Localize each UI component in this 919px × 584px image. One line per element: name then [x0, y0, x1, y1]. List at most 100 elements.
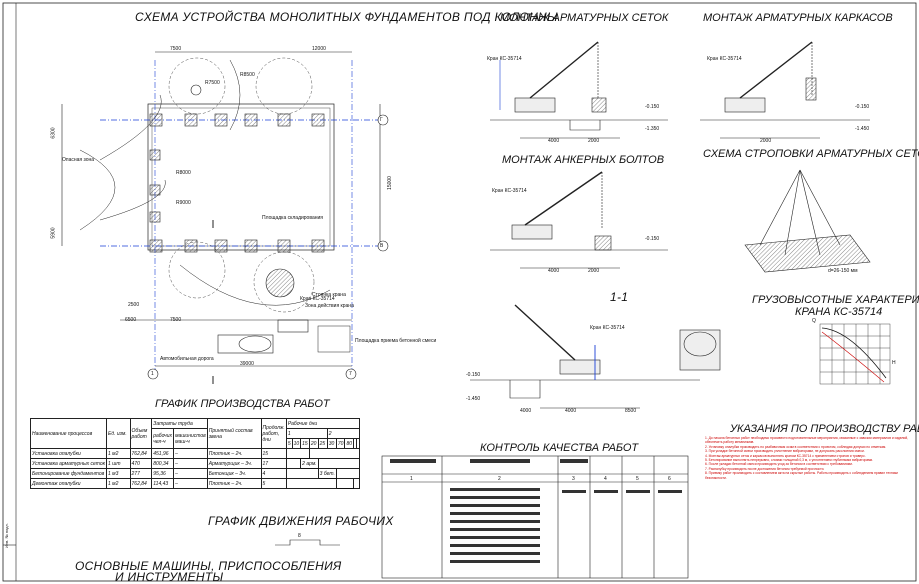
schedule-table: Наименование процессов Ед. изм. Объем ра… — [30, 418, 361, 489]
sch-day: 80 — [344, 438, 354, 449]
gantt-bar — [285, 448, 310, 459]
sch-h-workdays: Рабочие дни — [285, 418, 361, 429]
cell: 1 м2 — [106, 448, 131, 459]
sch-h-unit: Ед. изм. — [106, 418, 131, 449]
load-chart — [819, 323, 891, 385]
cell: Бетонщик – 3ч. — [206, 468, 262, 479]
section-elev-1: -0.150 — [466, 372, 481, 378]
frame-dim-1: 2000 — [760, 138, 772, 144]
schedule-body: Установка опалубки 1 м2 762,84 451,96 – … — [30, 448, 361, 489]
cell: 4 — [260, 468, 287, 479]
cell: 1 м3 — [106, 468, 131, 479]
quality-col-3: 3 — [572, 476, 575, 482]
title-quality: КОНТРОЛЬ КАЧЕСТВА РАБОТ — [480, 442, 639, 454]
instruction-item: 7. Распалубку производить после достижен… — [705, 466, 825, 471]
cell: 762,84 — [129, 478, 153, 489]
sch-h-sub-2: машинистов маш-ч — [173, 428, 208, 449]
section-elev-2: -1.450 — [466, 396, 481, 402]
cell: Установка опалубки — [30, 448, 107, 459]
anchor-dim-2: 2000 — [588, 268, 600, 274]
sch-day: 10 — [291, 438, 302, 449]
cell: 762,84 — [129, 448, 153, 459]
table-row: Установка опалубки 1 м2 762,84 451,96 – … — [30, 448, 361, 459]
plan-radius-2: R8000 — [176, 170, 191, 176]
instruction-item: 3. При укладке бетонной смеси производит… — [705, 449, 865, 454]
plan-radius-4: R8500 — [240, 72, 255, 78]
sch-h-name: Наименование процессов — [30, 418, 107, 449]
quality-col-1: 1 — [410, 476, 413, 482]
sch-h-sub-1: рабочих чел-ч — [151, 428, 175, 449]
section-dim-1: 4000 — [520, 408, 532, 414]
cell: Установка арматурных сеток — [30, 458, 107, 469]
anchor-elev-1: -0.150 — [645, 236, 660, 242]
stamp-label: Инв. № подл. — [4, 523, 9, 548]
cell: 1 шт — [106, 458, 131, 469]
sch-day-group-1: 1 — [285, 428, 328, 439]
cell: 114,43 — [151, 478, 175, 489]
label-danger: Опасная зона — [62, 157, 95, 163]
instruction-item: 2. Установку опалубки производить по раз… — [705, 444, 887, 449]
quality-table — [381, 455, 689, 579]
section-1-1 — [470, 304, 721, 409]
sch-h-labor: Затраты труда — [151, 418, 208, 429]
mesh-dim-2: 2000 — [588, 138, 600, 144]
title-load-chars-2: КРАНА КС-35714 — [795, 306, 883, 318]
section-dim-3: 8500 — [625, 408, 637, 414]
frame-elevation — [700, 41, 870, 139]
sling-scheme — [744, 169, 871, 273]
cell: – — [173, 458, 208, 469]
quality-col-5: 5 — [636, 476, 639, 482]
axis-7: 7 — [349, 371, 352, 377]
sch-day-group-2: 2 — [326, 428, 361, 439]
workers-scale-1: 8 — [298, 533, 301, 539]
quality-col-6: 6 — [668, 476, 671, 482]
instruction-item: 5. Бетонирование выполнять непрерывно, с… — [705, 458, 874, 463]
quality-col-2: 2 — [498, 476, 501, 482]
title-anchor-mount: МОНТАЖ АНКЕРНЫХ БОЛТОВ — [502, 154, 665, 166]
anchor-dim-1: 4000 — [548, 268, 560, 274]
load-curve-h: H — [892, 360, 896, 366]
sch-day: 15 — [300, 438, 310, 449]
cell: – — [173, 468, 208, 479]
frame-elev-2: -1.450 — [855, 126, 870, 132]
cell: 1 м2 — [106, 478, 131, 489]
plan-dim-top-2: 12000 — [312, 46, 326, 52]
sch-day: 20 — [308, 438, 319, 449]
cell: – — [173, 448, 208, 459]
instruction-item: 4. Монтаж арматурных сеток и каркасов вы… — [705, 453, 866, 458]
plan-dim-left-2: 5900 — [50, 227, 57, 239]
cell: Арматурщик – 3ч. — [206, 458, 262, 469]
cell: 5 — [260, 478, 287, 489]
crane-label-mesh: Кран КС-35714 — [487, 56, 522, 62]
title-machines: ОСНОВНЫЕ МАШИНЫ, ПРИСПОСОБЛЕНИЯ — [75, 559, 342, 573]
plan-dim-bottom-2: 6500 — [125, 317, 137, 323]
label-concrete-pump: Стоянка крана — [312, 292, 346, 298]
label-road: Автомобильная дорога — [160, 356, 214, 362]
workers-chart — [275, 539, 340, 546]
instruction-item: 1. До начала бетонных работ необходимо п… — [705, 436, 909, 445]
table-row: Демонтаж опалубки 1 м2 762,84 114,43 – П… — [30, 478, 360, 489]
quality-table-fills — [390, 459, 682, 563]
title-instructions: УКАЗАНИЯ ПО ПРОИЗВОДСТВУ РАБОТ — [730, 423, 919, 435]
sch-h-days: Продолж. работ, дни — [260, 418, 287, 449]
label-mixer: Площадка приема бетонной смеси — [355, 338, 437, 344]
label-zone: Зона действия крана — [305, 303, 354, 309]
section-dim-2: 4000 — [565, 408, 577, 414]
cell: Бетонирование фундаментов — [30, 468, 107, 479]
title-frame-mount: МОНТАЖ АРМАТУРНЫХ КАРКАСОВ — [703, 12, 893, 24]
crane-label-section: Кран КС-35714 — [590, 325, 625, 331]
cell: 95,36 — [151, 468, 175, 479]
gantt-bar — [335, 478, 355, 489]
plan-radius-3: R9000 — [176, 200, 191, 206]
gantt-bar: 3 бет. — [317, 468, 337, 479]
instruction-item: 6. После укладки бетонной смеси производ… — [705, 462, 853, 467]
sch-h-crew: Принятый состав звена — [206, 418, 262, 449]
table-row: Бетонирование фундаментов 1 м3 277 95,36… — [30, 468, 361, 479]
plan-dim-bottom-3: 7500 — [170, 317, 182, 323]
plan-radius-1: R7500 — [205, 80, 220, 86]
foundation-plan — [61, 51, 389, 384]
cell: Плотник – 2ч. — [206, 448, 262, 459]
plan-dim-bottom-1: 2500 — [128, 302, 140, 308]
